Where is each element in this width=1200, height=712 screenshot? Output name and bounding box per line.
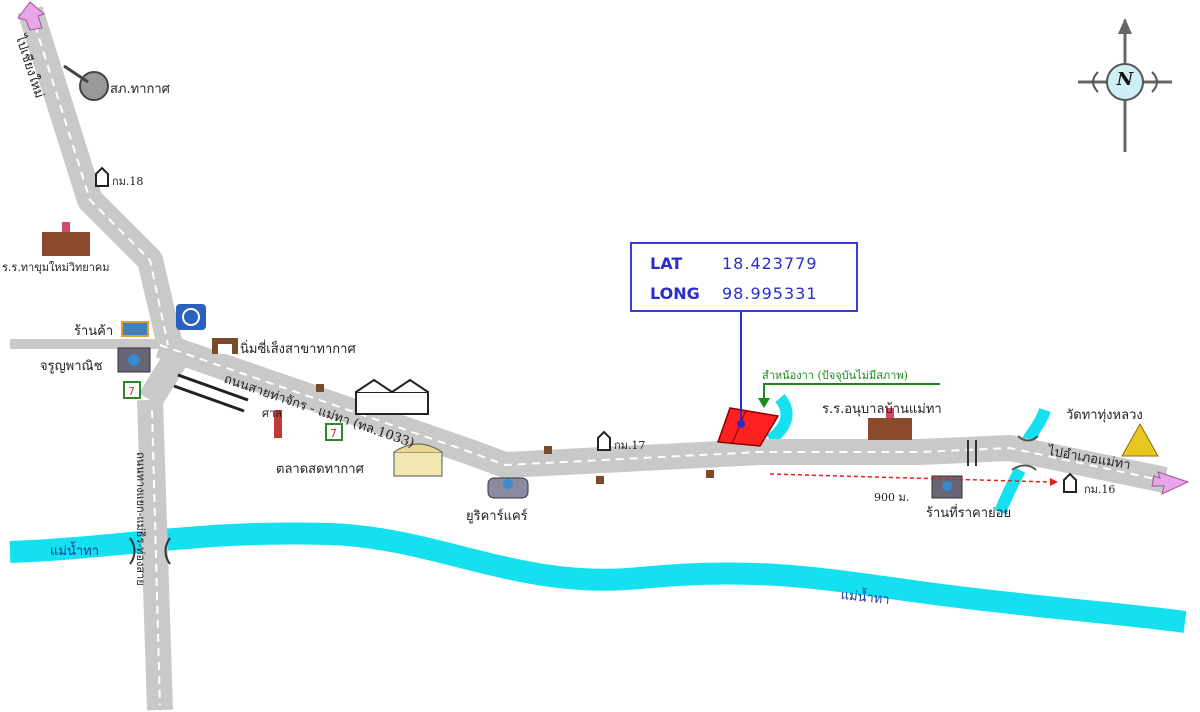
bridge-far-east [1011, 435, 1039, 471]
market-icon [393, 443, 443, 477]
km-marker-16-icon [1063, 472, 1077, 493]
lat-label: LAT [650, 254, 683, 273]
u-turn-icon [176, 304, 206, 330]
compass-north-label: N [1116, 69, 1134, 90]
label-temple-left: ศาล [262, 407, 282, 420]
label-ta-kat-market: ตลาดสดทากาศ [276, 462, 364, 477]
km-marker-17-icon [597, 430, 611, 451]
arrow-north [17, 1, 45, 31]
bridge-east [967, 440, 977, 466]
coordinate-box: LAT 18.423779 LONG 98.995331 [630, 242, 858, 312]
label-wat: วัดทาทุ่งหลวง [1066, 408, 1143, 423]
river-mae-tha [9, 522, 1187, 633]
km-marker-18-icon [95, 166, 109, 187]
school-ta-kat-icon [42, 222, 90, 256]
stream-plot [766, 394, 793, 445]
label-shop-right: ร้านที่ราคาย่อย [926, 506, 1012, 521]
label-km17: กม.17 [614, 439, 646, 452]
seven-eleven-left-icon: 7 [123, 381, 141, 399]
label-km18: กม.18 [112, 175, 144, 188]
stream-lower [994, 467, 1026, 515]
shop-right-icon [931, 475, 963, 499]
temple-left-icon [274, 410, 282, 438]
svg-text:7: 7 [128, 385, 135, 398]
distance-line [769, 473, 1051, 483]
land-note-pointer [763, 383, 940, 400]
label-school-mae-tha: ร.ร.อนุบาลบ้านแม่ทา [822, 402, 942, 417]
label-service-shop: ยูริคาร์แคร์ [466, 509, 528, 524]
land-plot [716, 407, 780, 447]
compass-icon [1078, 18, 1172, 152]
savings-branch-icon [212, 338, 238, 354]
school-mae-tha-icon [868, 408, 912, 440]
crossing-stripes-left [173, 373, 249, 413]
label-vertical-road: ถนนทางแยก-แม่ธิร-ท่องสาย [134, 452, 147, 586]
arrow-east [1151, 471, 1190, 495]
label-bank-left: จรูญพาณิช [40, 359, 103, 374]
label-distance: 900 ม. [874, 491, 910, 504]
pagoda-icon [1121, 422, 1159, 457]
label-km16: กม.16 [1084, 483, 1116, 496]
label-met-office: สภ.ทากาศ [110, 82, 170, 97]
shop-left-icon [121, 321, 149, 337]
seven-eleven-mid-icon: 7 [325, 423, 343, 441]
label-shop-left: ร้านค้า [74, 324, 114, 339]
road-crossing [138, 353, 187, 407]
long-value: 98.995331 [722, 284, 818, 303]
label-land-note: สำหน้องาา (ปัจจุบันไม่มีสภาพ) [762, 369, 908, 382]
long-label: LONG [650, 284, 700, 303]
label-school-ta-kat: ร.ร.ทาขุมใหม่วิทยาคม [2, 261, 110, 274]
svg-text:7: 7 [330, 427, 337, 440]
small-house-icons [316, 384, 714, 484]
met-office-icon [63, 64, 109, 101]
car-service-icon [487, 477, 529, 499]
row-houses-icon [355, 378, 429, 415]
label-savings-branch: นิ่มซี่เส็งสาขาทากาศ [240, 342, 356, 357]
label-river-left: แม่น้ำทา [50, 544, 100, 559]
bank-left-icon [117, 347, 151, 373]
bridge-vertical [129, 537, 171, 565]
lat-value: 18.423779 [722, 254, 818, 273]
